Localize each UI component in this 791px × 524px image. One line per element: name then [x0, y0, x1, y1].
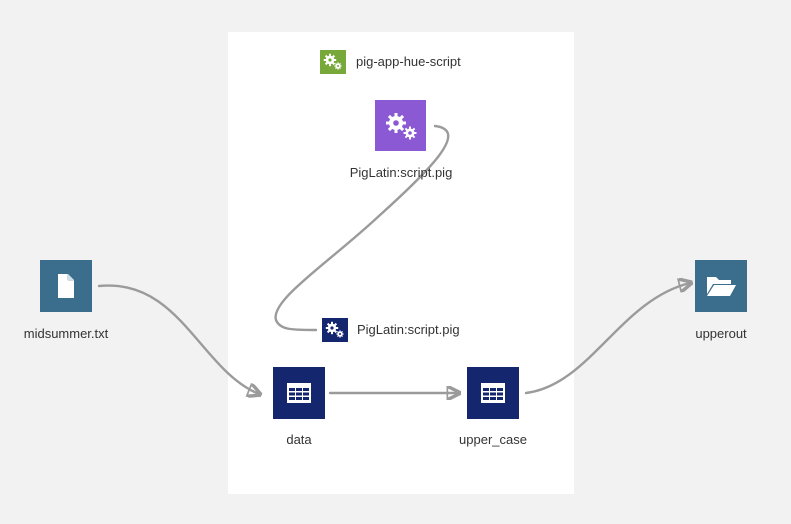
gears-icon: [323, 53, 342, 70]
table-icon: [287, 383, 311, 403]
group-icon: [320, 50, 346, 74]
node-midsummer-file[interactable]: [40, 260, 92, 312]
gears-icon: [325, 321, 344, 338]
node-piglatin-process-label: PigLatin:script.pig: [349, 165, 453, 180]
gears-icon: [385, 112, 416, 139]
node-piglatin-ref-label: PigLatin:script.pig: [357, 322, 460, 337]
node-upper-case[interactable]: [467, 367, 519, 419]
file-icon: [58, 274, 74, 298]
node-upper-case-label: upper_case: [459, 432, 527, 447]
node-piglatin-process[interactable]: [375, 100, 426, 151]
node-data-label: data: [286, 432, 312, 447]
node-upperout-label: upperout: [695, 326, 747, 341]
table-icon: [481, 383, 505, 403]
node-piglatin-ref[interactable]: [322, 318, 348, 342]
node-midsummer-label: midsummer.txt: [23, 326, 109, 341]
folder-open-icon: [707, 277, 736, 296]
node-upperout-folder[interactable]: [695, 260, 747, 312]
group-title: pig-app-hue-script: [356, 54, 461, 69]
node-data[interactable]: [273, 367, 325, 419]
